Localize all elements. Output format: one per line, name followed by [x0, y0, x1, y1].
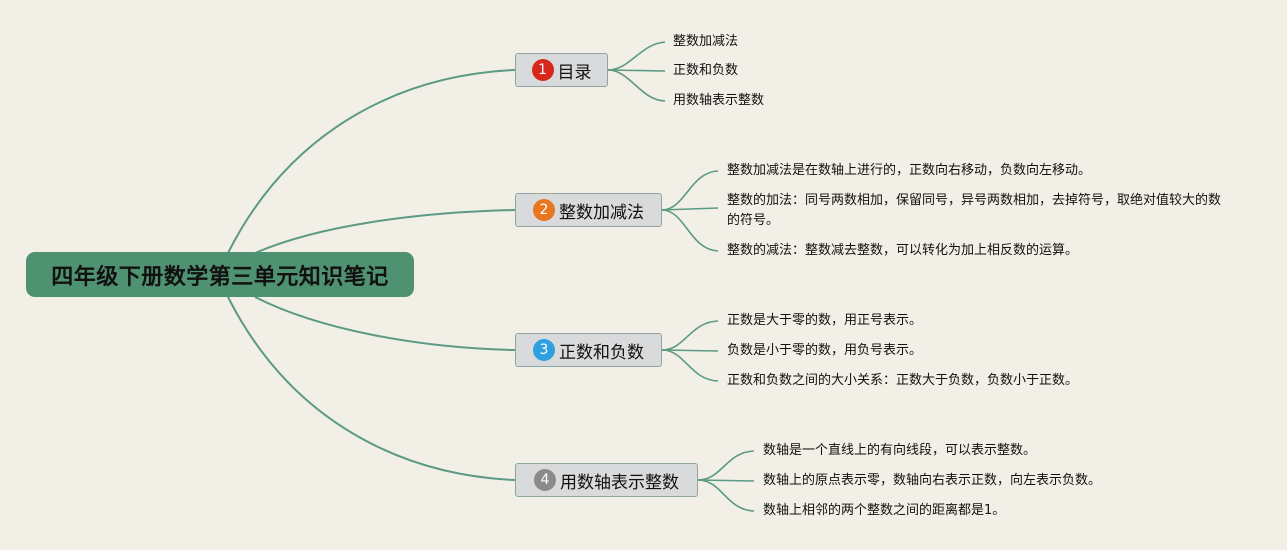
link-root-b1 [227, 69, 516, 254]
leaf-item[interactable]: 整数的加法：同号两数相加，保留同号，异号两数相加，去掉符号，取绝对值较大的数的符… [727, 193, 1222, 228]
branch-label: 目录 [557, 62, 592, 83]
leaf-item[interactable]: 数轴上的原点表示零，数轴向右表示正数，向左表示负数。 [763, 473, 1102, 488]
branch-label: 整数加减法 [559, 202, 644, 223]
leaf-item[interactable]: 数轴是一个直线上的有向线段，可以表示整数。 [763, 443, 1037, 458]
branch-node-integer-add-sub[interactable]: 2 整数加减法 [515, 193, 662, 227]
link-root-b2 [254, 209, 516, 254]
leaf-item[interactable]: 用数轴表示整数 [673, 93, 765, 108]
link-root-b4 [227, 296, 516, 481]
number-1-icon: 1 [531, 59, 554, 81]
leaf-item[interactable]: 正数和负数之间的大小关系：正数大于负数，负数小于正数。 [727, 373, 1079, 388]
leaf-item[interactable]: 正数和负数 [673, 63, 739, 78]
link-root-b3 [254, 296, 516, 351]
leaf-item[interactable]: 数轴上相邻的两个整数之间的距离都是1。 [763, 503, 1006, 518]
branch-label: 用数轴表示整数 [560, 472, 679, 493]
branch-node-catalog[interactable]: 1 目录 [515, 53, 608, 87]
root-title: 四年级下册数学第三单元知识笔记 [51, 264, 389, 290]
root-node[interactable]: 四年级下册数学第三单元知识笔记 [26, 252, 414, 297]
leaf-item[interactable]: 负数是小于零的数，用负号表示。 [727, 343, 923, 358]
leaf-item[interactable]: 整数加减法 [673, 34, 739, 49]
number-2-icon: 2 [533, 199, 555, 221]
leaf-item[interactable]: 整数加减法是在数轴上进行的，正数向右移动，负数向左移动。 [727, 163, 1092, 178]
number-3-icon: 3 [533, 339, 555, 361]
number-4-icon: 4 [534, 469, 556, 491]
leaf-item[interactable]: 正数是大于零的数，用正号表示。 [727, 313, 923, 328]
branch-node-number-line[interactable]: 4 用数轴表示整数 [515, 463, 698, 497]
branch-label: 正数和负数 [559, 342, 644, 363]
branch-node-positive-negative[interactable]: 3 正数和负数 [515, 333, 662, 367]
leaf-item[interactable]: 整数的减法：整数减去整数，可以转化为加上相反数的运算。 [727, 243, 1079, 258]
